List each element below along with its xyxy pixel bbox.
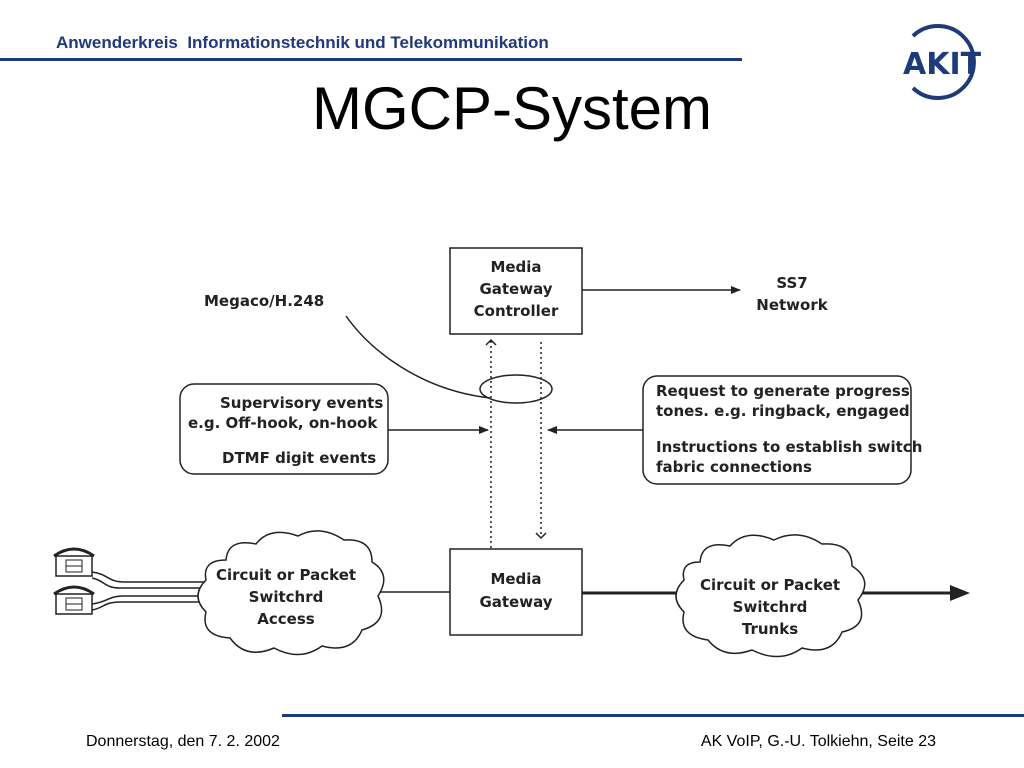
supervisory-line-1: Supervisory events [220, 394, 383, 412]
phone-line-1b [91, 577, 206, 589]
supervisory-line-2: e.g. Off-hook, on-hook [188, 414, 378, 432]
mgc-label-1: Media [490, 258, 541, 276]
supervisory-line-3: DTMF digit events [222, 449, 376, 467]
ss7-label-1: SS7 [776, 274, 807, 292]
phone-line-2a [91, 595, 206, 605]
footer-date: Donnerstag, den 7. 2. 2002 [86, 733, 280, 750]
megaco-pointer [345, 315, 491, 399]
trunks-cloud-line-2: Switchrd [733, 598, 808, 616]
phone-line-1a [91, 571, 206, 583]
footer-rule [282, 714, 1024, 717]
request-line-2: tones. e.g. ringback, engaged [656, 402, 910, 420]
mg-label-1: Media [490, 570, 541, 588]
supervisory-box [179, 383, 389, 475]
telephone-icon-1 [53, 547, 95, 577]
access-cloud-line-1: Circuit or Packet [216, 566, 356, 584]
access-cloud [197, 530, 385, 656]
mgc-box [449, 247, 583, 335]
access-cloud-line-2: Switchrd [249, 588, 324, 606]
trunks-cloud [675, 534, 866, 658]
request-line-1: Request to generate progress [656, 382, 910, 400]
phone-line-2b [91, 601, 206, 611]
megaco-label: Megaco/H.248 [204, 292, 324, 310]
trunks-cloud-line-1: Circuit or Packet [700, 576, 840, 594]
footer-page-info: AK VoIP, G.-U. Tolkiehn, Seite 23 [700, 733, 936, 750]
telephone-icon-2 [53, 585, 95, 615]
slide-title: MGCP-System [311, 75, 713, 142]
trunk-arrowhead [950, 585, 970, 601]
request-line-4: fabric connections [656, 458, 812, 476]
mg-label-2: Gateway [479, 593, 552, 611]
mgc-label-3: Controller [474, 302, 559, 320]
header-rule [0, 58, 742, 61]
access-cloud-line-3: Access [257, 610, 314, 628]
logo-text: AKIT [903, 47, 982, 82]
ss7-label-2: Network [756, 296, 828, 314]
akit-logo: AKIT [893, 22, 1003, 107]
mg-box [449, 548, 583, 636]
mgc-label-2: Gateway [479, 280, 552, 298]
organization-name: Anwenderkreis Informationstechnik und Te… [56, 33, 549, 52]
megaco-ellipse [479, 374, 553, 404]
request-line-3: Instructions to establish switch [656, 438, 922, 456]
trunks-cloud-line-3: Trunks [742, 620, 798, 638]
